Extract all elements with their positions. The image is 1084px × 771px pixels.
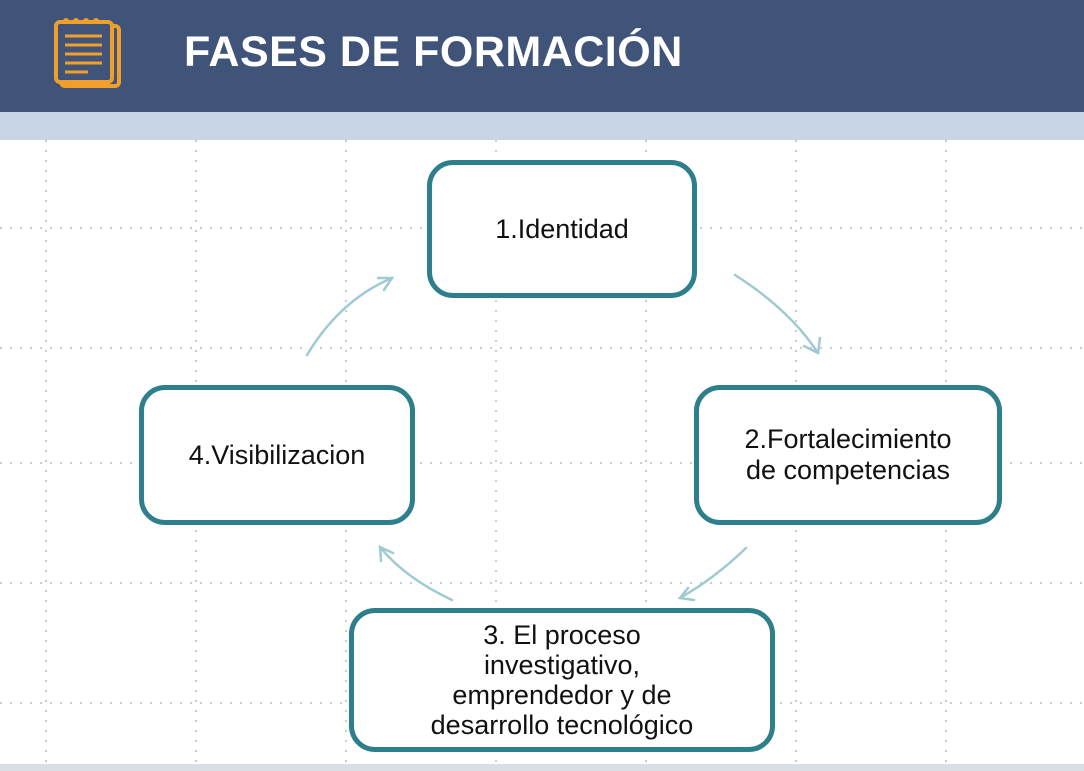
arrow-3-to-4: [378, 545, 454, 602]
phase-3-label-line3: emprendedor y de: [452, 680, 672, 710]
phase-2-label-line1: 2.Fortalecimiento: [744, 424, 952, 454]
arrow-1-to-2: [733, 273, 820, 355]
phase-4-visibilizacion-node: 4.Visibilizacion: [139, 385, 415, 525]
phase-3-label-line4: desarrollo tecnológico: [430, 710, 694, 740]
phase-3-proceso-node: 3. El proceso investigativo, emprendedor…: [349, 608, 775, 752]
arrow-2-to-3: [678, 546, 748, 600]
page-title: FASES DE FORMACIÓN: [184, 28, 683, 76]
phase-1-label: 1.Identidad: [495, 213, 629, 244]
arrow-4-to-1: [305, 276, 394, 357]
header-bar: [0, 0, 1084, 112]
phase-3-label-line1: 3. El proceso: [483, 620, 641, 650]
phase-4-label: 4.Visibilizacion: [188, 439, 366, 470]
phase-2-fortalecimiento-node: 2.Fortalecimiento de competencias: [694, 385, 1002, 525]
notepad-icon: [54, 18, 121, 88]
phase-1-identidad-node: 1.Identidad: [427, 160, 697, 298]
phase-2-label-line2: de competencias: [745, 455, 951, 485]
bottom-divider: [0, 764, 1084, 771]
header-band: [0, 112, 1084, 140]
phase-3-label-line2: investigativo,: [483, 650, 641, 680]
